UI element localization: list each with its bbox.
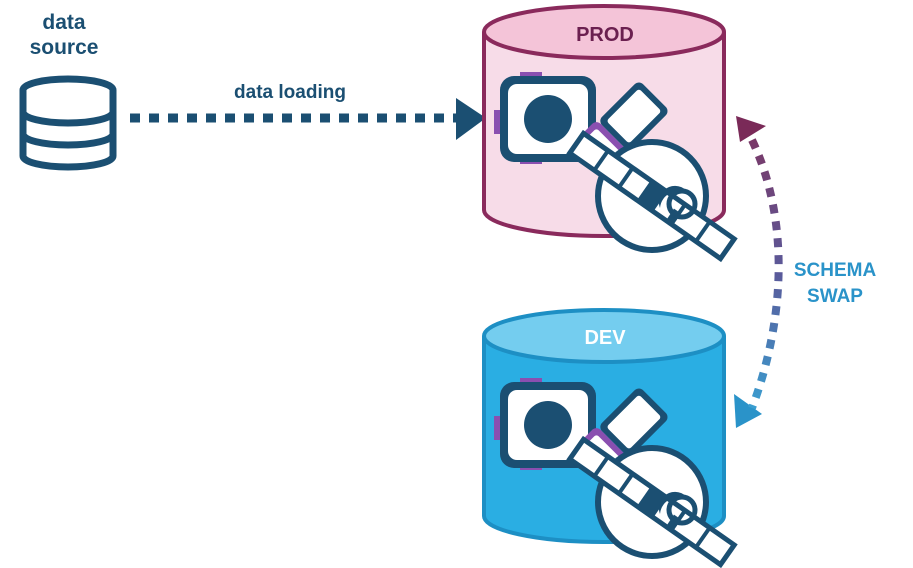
data-loading-arrow — [130, 98, 486, 140]
data-source-label-line1: data — [42, 11, 86, 34]
data-source-label: data source — [18, 10, 110, 60]
data-loading-label: data loading — [234, 82, 346, 103]
prod-label: PROD — [576, 24, 634, 46]
schema-swap-label-line1: SCHEMA — [793, 260, 877, 281]
schema-swap-label: SCHEMA SWAP — [770, 258, 900, 310]
prod-database — [482, 4, 766, 260]
dev-label: DEV — [584, 327, 626, 349]
schema-swap-arrow — [748, 138, 783, 410]
schema-swap-label-line2: SWAP — [807, 286, 863, 307]
dev-database — [482, 308, 762, 566]
data-source-label-line2: source — [29, 36, 99, 59]
database-icon — [19, 75, 117, 171]
